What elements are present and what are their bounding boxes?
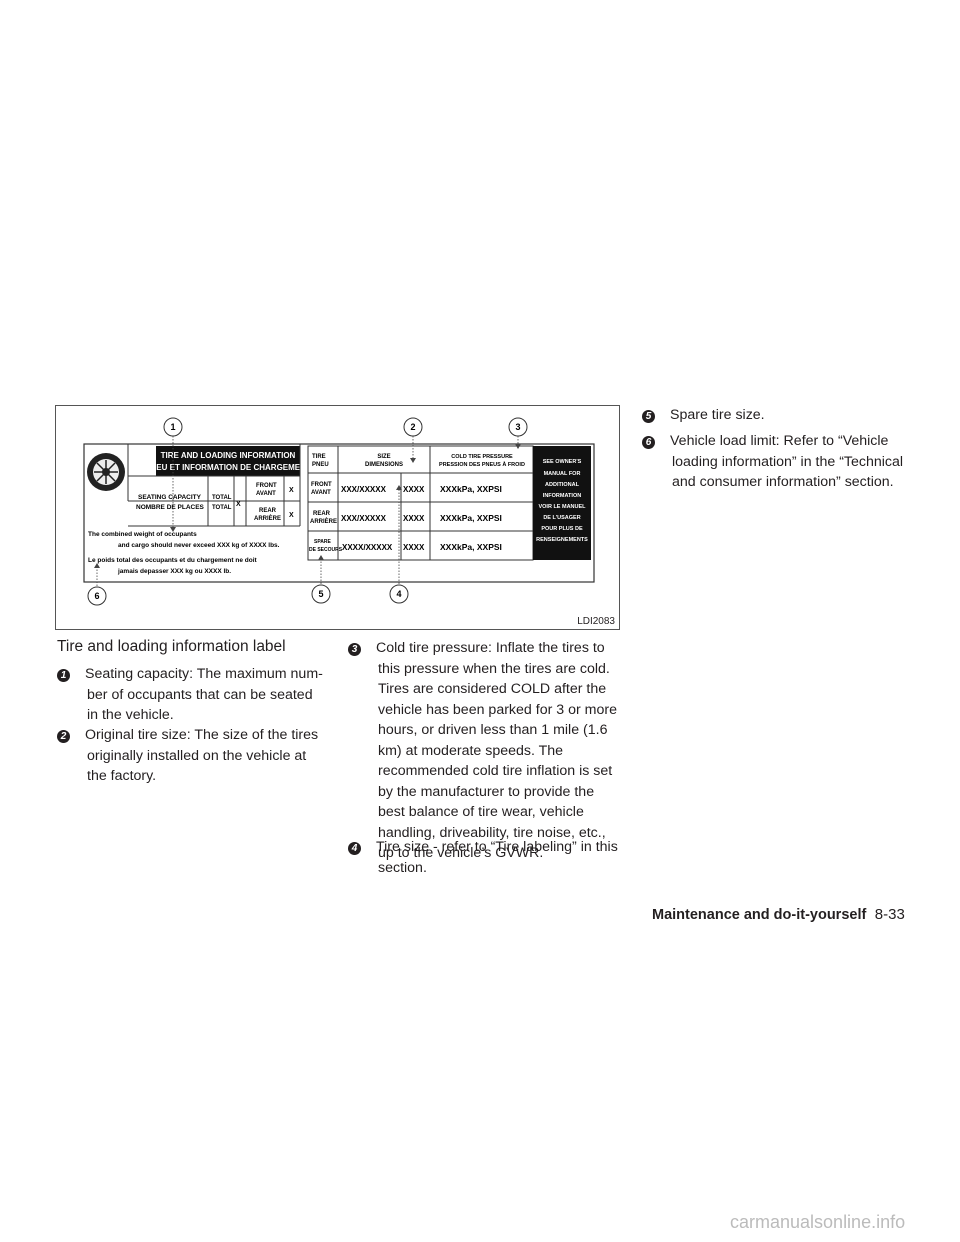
rear-size: XXX/XXXXX <box>341 514 387 523</box>
item-text: Tire size - refer to “Tire labeling” in … <box>376 839 618 876</box>
front-size: XXX/XXXXX <box>341 485 387 494</box>
row-rear-fr: ARRIÈRE <box>310 517 337 525</box>
list-item: 2 Original tire size: The size of the ti… <box>57 725 327 787</box>
seating-label: SEATING CAPACITY <box>138 494 202 501</box>
callout-4: 4 <box>396 589 401 599</box>
callout-3-circle <box>508 417 528 437</box>
item-number: 6 <box>642 431 658 452</box>
item-number: 1 <box>57 664 73 685</box>
spare-load: XXXX <box>403 543 425 552</box>
item-number: 2 <box>57 725 73 746</box>
size-head-fr: DIMENSIONS <box>365 462 403 468</box>
callout-3: 3 <box>515 422 520 432</box>
item-text: Seating capacity: The maximum num-ber of… <box>85 666 323 723</box>
spare-pressure: XXXkPa, XXPSI <box>440 542 502 552</box>
callout-1: 1 <box>170 422 175 432</box>
front-pressure: XXXkPa, XXPSI <box>440 484 502 494</box>
footer-section-title: Maintenance and do-it-yourself <box>652 907 867 923</box>
rear-load: XXXX <box>403 514 425 523</box>
callout-4-circle <box>389 584 409 604</box>
pressure-head-fr: PRESSION DES PNEUS À FROID <box>439 461 525 468</box>
section-heading: Tire and loading information label <box>57 638 286 655</box>
total-label: TOTAL <box>212 495 232 501</box>
total-label-fr: TOTAL <box>212 505 232 511</box>
size-head: SIZE <box>377 454 390 460</box>
item-number: 3 <box>348 638 364 659</box>
tire-label-diagram: TIRE AND LOADING INFORMATION PNEU ET INF… <box>83 417 595 606</box>
rear-x: X <box>289 512 294 519</box>
callout-5-circle <box>311 584 331 604</box>
rear-label-fr: ARRIÈRE <box>254 514 281 522</box>
list-item: 5 Spare tire size. <box>642 405 914 426</box>
combined-line-4: jamais depasser XXX kg ou XXXX lb. <box>117 568 231 575</box>
rear-pressure: XXXkPa, XXPSI <box>440 513 502 523</box>
front-label-fr: AVANT <box>256 491 276 497</box>
see-3: ADDITIONAL <box>545 482 580 488</box>
seating-label-fr: NOMBRE DE PLACES <box>136 504 205 511</box>
see-5: VOIR LE MANUEL <box>538 504 586 510</box>
combined-line-2: and cargo should never exceed XXX kg of … <box>118 542 280 549</box>
row-spare-fr: DE SECOURS <box>309 547 343 553</box>
spare-size: XXXX/XXXXX <box>342 543 393 552</box>
row-spare: SPARE <box>314 539 332 545</box>
watermark: carmanualsonline.info <box>730 1212 906 1232</box>
rear-label: REAR <box>259 508 277 514</box>
tire-label-figure: TIRE AND LOADING INFORMATION PNEU ET INF… <box>55 405 620 630</box>
callout-2-circle <box>403 417 423 437</box>
label-title-1: TIRE AND LOADING INFORMATION <box>161 451 296 460</box>
footer-page-number: 8-33 <box>874 906 905 923</box>
front-load: XXXX <box>403 485 425 494</box>
figure-id: LDI2083 <box>577 616 615 627</box>
item-number: 5 <box>642 405 658 426</box>
item-text: Spare tire size. <box>670 407 765 423</box>
see-2: MANUAL FOR <box>544 471 581 477</box>
see-6: DE L'USAGER <box>543 515 580 521</box>
list-item: 6 Vehicle load limit: Refer to “Vehicle … <box>642 431 914 493</box>
front-x: X <box>289 487 294 494</box>
row-front-fr: AVANT <box>311 490 331 496</box>
row-front: FRONT <box>311 482 332 488</box>
see-7: POUR PLUS DE <box>541 526 583 532</box>
callout-6-circle <box>87 586 107 606</box>
item-text: Cold tire pressure: Inflate the tires to… <box>376 640 617 861</box>
tire-head-fr: PNEU <box>312 462 329 468</box>
item-number: 4 <box>348 837 364 858</box>
item-text: Original tire size: The size of the tire… <box>85 727 319 784</box>
see-1: SEE OWNER'S <box>543 459 582 465</box>
list-item: 4 Tire size - refer to “Tire labeling” i… <box>348 837 620 878</box>
see-8: RENSEIGNEMENTS <box>536 537 588 543</box>
combined-line-1: The combined weight of occupants <box>88 531 197 538</box>
see-4: INFORMATION <box>543 493 581 499</box>
front-label: FRONT <box>256 483 277 489</box>
seating-x: X <box>236 501 241 508</box>
list-item: 3 Cold tire pressure: Inflate the tires … <box>348 638 620 864</box>
label-title-2: PNEU ET INFORMATION DE CHARGEMENT <box>145 463 311 472</box>
callout-1-circle <box>163 417 183 437</box>
callout-2: 2 <box>410 422 415 432</box>
pressure-head: COLD TIRE PRESSURE <box>451 454 513 460</box>
callout-6: 6 <box>94 591 99 601</box>
page-footer: Maintenance and do-it-yourself 8-33 <box>652 906 905 924</box>
row-rear: REAR <box>313 511 331 517</box>
combined-line-3: Le poids total des occupants et du charg… <box>88 557 257 564</box>
item-text: Vehicle load limit: Refer to “Vehicle lo… <box>670 433 904 490</box>
tire-head: TIRE <box>312 454 326 460</box>
list-item: 1 Seating capacity: The maximum num-ber … <box>57 664 327 726</box>
wheel-icon <box>87 453 125 491</box>
callout-5: 5 <box>318 589 323 599</box>
